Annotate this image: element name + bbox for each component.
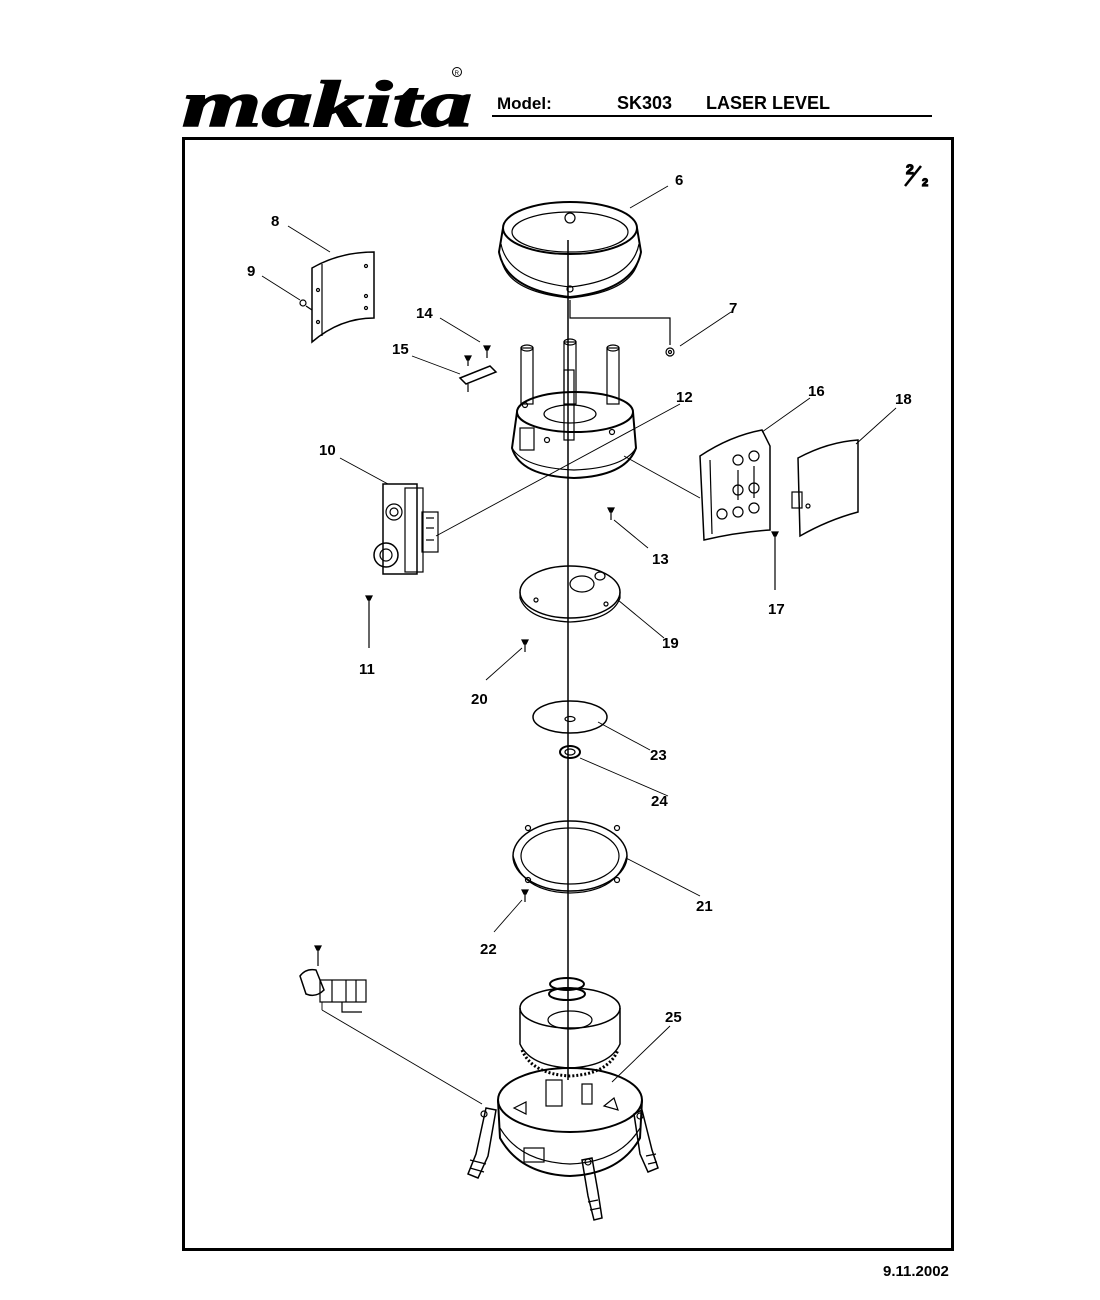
callout-13: 13 <box>652 551 669 568</box>
page-indicator: 2 2 <box>904 160 929 190</box>
part-14-screw <box>483 345 491 358</box>
model-label: Model: <box>497 94 552 113</box>
laser-module <box>299 945 367 1013</box>
callout-25: 25 <box>665 1009 682 1026</box>
callout-14: 14 <box>416 305 433 322</box>
callout-11: 11 <box>359 661 375 678</box>
part-13-screw <box>607 507 615 520</box>
part-17-screw <box>771 531 779 590</box>
product-name: LASER LEVEL <box>706 93 831 113</box>
callout-16: 16 <box>808 383 825 400</box>
page-denominator: 2 <box>922 177 928 189</box>
callout-24: 24 <box>651 793 668 810</box>
svg-text:R: R <box>455 71 460 77</box>
part-10-knob-assembly <box>373 483 439 575</box>
callout-9: 9 <box>247 263 255 280</box>
part-12-chassis <box>510 338 638 480</box>
part-22-screw <box>521 889 529 902</box>
part-8-cover-plate <box>311 251 375 344</box>
part-16-battery-compartment <box>699 429 771 541</box>
model-number: SK303 <box>617 93 673 113</box>
part-11-screw <box>365 595 373 648</box>
leader-lines <box>261 185 897 1105</box>
part-24-ring <box>559 745 581 759</box>
svg-text:makita: makita <box>182 68 472 135</box>
callout-18: 18 <box>895 391 912 408</box>
callout-6: 6 <box>675 172 683 189</box>
callout-10: 10 <box>319 442 336 459</box>
callout-15: 15 <box>392 341 409 358</box>
part-20-screw <box>521 639 529 652</box>
callout-12: 12 <box>676 389 693 406</box>
makita-logo: makita R <box>181 67 473 135</box>
part-7-nut <box>569 300 675 357</box>
callout-8: 8 <box>271 213 279 230</box>
callout-19: 19 <box>662 635 679 652</box>
diagram-frame <box>182 137 954 1251</box>
part-9-screw <box>299 299 313 311</box>
part-23-washer <box>532 700 608 734</box>
callout-22: 22 <box>480 941 497 958</box>
part-21-large-ring <box>512 820 628 894</box>
callout-labels: 6 7 8 9 10 11 12 13 14 15 16 17 18 19 20… <box>247 172 912 1026</box>
callout-7: 7 <box>729 300 737 317</box>
part-25-base-assembly <box>467 977 659 1221</box>
callout-23: 23 <box>650 747 667 764</box>
part-6-top-ring <box>497 201 643 299</box>
part-15-bracket <box>458 355 498 392</box>
part-19-disc <box>519 565 621 623</box>
header-rule <box>492 115 932 117</box>
callout-20: 20 <box>471 691 488 708</box>
part-18-battery-cover <box>791 439 859 538</box>
callout-17: 17 <box>768 601 785 618</box>
callout-21: 21 <box>696 898 713 915</box>
revision-date: 9.11.2002 <box>883 1263 949 1280</box>
page-numerator: 2 <box>906 161 914 177</box>
